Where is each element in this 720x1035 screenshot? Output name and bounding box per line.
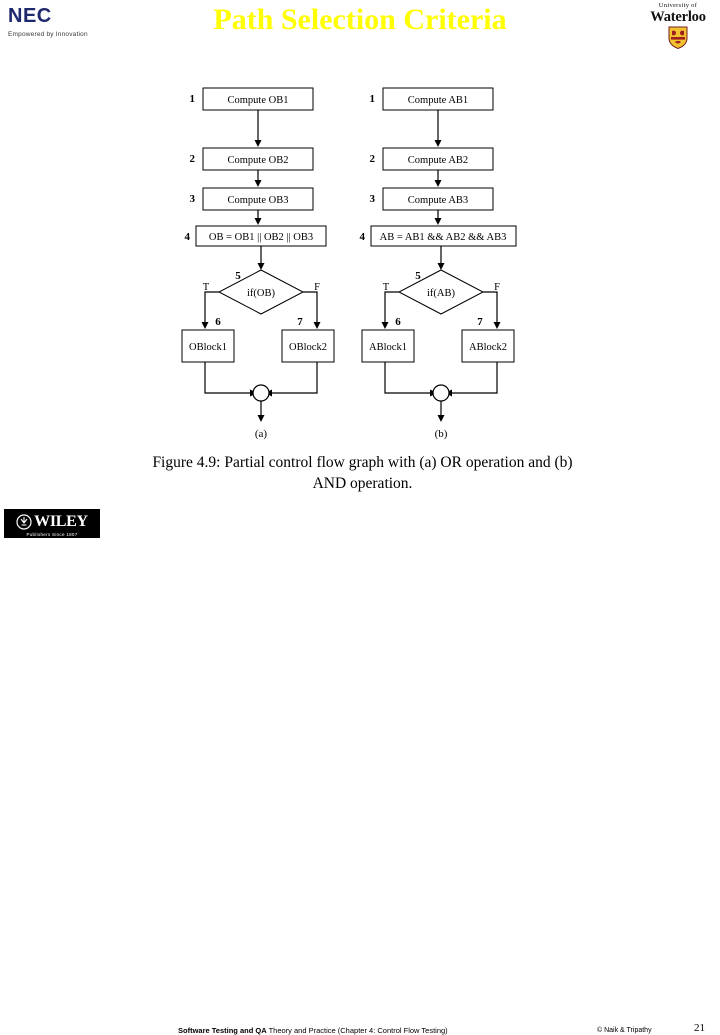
figure-caption-line-2: AND operation. bbox=[312, 475, 413, 492]
graph-b-true-branch-label: T bbox=[383, 282, 390, 293]
graph-b-node-5-diamond bbox=[397, 269, 485, 315]
graph-a-edge-7-merge bbox=[272, 362, 318, 394]
footer-book-reference: Software Testing and QA Theory and Pract… bbox=[178, 1026, 448, 1035]
graph-b-arrow-5-7 bbox=[493, 322, 501, 329]
graph-b-edge-6-merge bbox=[384, 362, 430, 394]
graph-a-arrow-5-7 bbox=[313, 322, 321, 329]
graph-b-node-1-number: 1 bbox=[370, 93, 376, 105]
graph-a-edge-5-7 bbox=[303, 291, 318, 322]
graph-b-arrow-4-5 bbox=[437, 263, 445, 270]
graph-a-node-2-label: Compute OB2 bbox=[228, 155, 289, 166]
graph-b-node-7-label: ABlock2 bbox=[469, 342, 507, 353]
graph-a-node-1-label: Compute OB1 bbox=[228, 95, 289, 106]
graph-a-node-4-number: 4 bbox=[185, 231, 191, 243]
nec-logo: NEC Empowered by Innovation bbox=[8, 6, 138, 42]
graph-b-node-4-number: 4 bbox=[360, 231, 366, 243]
slide-header: NEC Empowered by Innovation Path Selecti… bbox=[0, 0, 720, 56]
control-flow-graph-b: Compute AB1 1 Compute AB2 2 Compute AB3 … bbox=[360, 87, 517, 440]
graph-a-node-6-label: OBlock1 bbox=[189, 342, 227, 353]
footer-book-title: Software Testing and QA bbox=[178, 1026, 267, 1035]
nec-tagline: Empowered by Innovation bbox=[8, 31, 88, 38]
wiley-logo: WILEY Publishers Since 1807 bbox=[4, 509, 100, 538]
graph-a-edge-6-merge bbox=[204, 362, 250, 394]
graph-a-arrow-3-4 bbox=[254, 218, 262, 225]
graph-b-node-5-label: if(AB) bbox=[427, 288, 455, 299]
graph-b-node-6-label: ABlock1 bbox=[369, 342, 407, 353]
graph-b-edge-7-merge bbox=[452, 362, 498, 394]
graph-a-node-5-diamond bbox=[217, 269, 305, 315]
wiley-emblem-icon bbox=[16, 514, 32, 530]
graph-b-node-2-label: Compute AB2 bbox=[408, 155, 468, 166]
graph-b-node-7-number: 7 bbox=[477, 316, 483, 328]
graph-a-node-7-label: OBlock2 bbox=[289, 342, 327, 353]
control-flow-graph-a: Compute OB1 1 Compute OB2 2 Compute OB3 … bbox=[181, 87, 335, 440]
graph-b-node-1-label: Compute AB1 bbox=[408, 95, 468, 106]
graph-a-node-5-number: 5 bbox=[235, 270, 241, 282]
graph-a-exit-arrow bbox=[257, 415, 265, 422]
graph-b-node-3-label: Compute AB3 bbox=[408, 195, 468, 206]
graph-a-node-7-box bbox=[281, 329, 335, 363]
graph-b-node-7-box bbox=[461, 329, 515, 363]
graph-a-edge-5-6 bbox=[204, 291, 219, 322]
graph-b-merge-node bbox=[432, 384, 450, 402]
graph-a-node-2-number: 2 bbox=[190, 153, 196, 165]
figure-caption: Figure 4.9: Partial control flow graph w… bbox=[90, 452, 635, 494]
graph-a-sublabel: (a) bbox=[255, 428, 268, 440]
graph-b-edge-5-6 bbox=[384, 291, 399, 322]
footer-copyright: © Naik & Tripathy bbox=[597, 1027, 652, 1034]
graph-b-node-6-box bbox=[361, 329, 415, 363]
graph-b-edge-5-7 bbox=[483, 291, 498, 322]
figure-illustration: Compute OB1 1 Compute OB2 2 Compute OB3 … bbox=[0, 60, 720, 445]
graph-b-node-5-number: 5 bbox=[415, 270, 421, 282]
waterloo-shield-icon bbox=[668, 26, 688, 50]
graph-a-node-7-number: 7 bbox=[297, 316, 303, 328]
graph-b-false-branch-label: F bbox=[494, 282, 500, 293]
waterloo-university-of-text: University of bbox=[658, 2, 698, 9]
graph-a-true-branch-label: T bbox=[203, 282, 210, 293]
graph-a-node-4-label: OB = OB1 || OB2 || OB3 bbox=[209, 232, 313, 243]
graph-b-sublabel: (b) bbox=[435, 428, 448, 440]
graph-b-arrow-5-6 bbox=[381, 322, 389, 329]
graph-b-arrow-1-2 bbox=[434, 140, 442, 147]
page-title: Path Selection Criteria bbox=[213, 3, 507, 36]
graph-a-node-6-number: 6 bbox=[215, 316, 221, 328]
graph-a-node-5-label: if(OB) bbox=[247, 288, 275, 299]
graph-a-merge-node bbox=[252, 384, 270, 402]
graph-a-node-3-number: 3 bbox=[190, 193, 196, 205]
graph-b-arrow-2-3 bbox=[434, 180, 442, 187]
graph-b-node-2-number: 2 bbox=[370, 153, 376, 165]
graph-a-node-6-box bbox=[181, 329, 235, 363]
graph-a-node-3-label: Compute OB3 bbox=[228, 195, 289, 206]
wiley-wordmark: WILEY bbox=[34, 513, 88, 530]
nec-wordmark: NEC bbox=[8, 5, 52, 27]
figure-caption-line-1: Figure 4.9: Partial control flow graph w… bbox=[152, 454, 573, 471]
graph-b-arrow-3-4 bbox=[434, 218, 442, 225]
footer-book-subtitle: Theory and Practice (Chapter 4: Control … bbox=[266, 1026, 448, 1035]
graph-b-node-4-label: AB = AB1 && AB2 && AB3 bbox=[380, 232, 507, 243]
graph-b-node-3-number: 3 bbox=[370, 193, 376, 205]
graph-b-exit-arrow bbox=[437, 415, 445, 422]
graph-b-node-4-box bbox=[370, 225, 517, 247]
graph-b-node-6-number: 6 bbox=[395, 316, 401, 328]
slide-footer: WILEY Publishers Since 1807 Software Tes… bbox=[0, 508, 720, 1035]
control-flow-graph-svg: Compute OB1 1 Compute OB2 2 Compute OB3 … bbox=[181, 87, 517, 440]
graph-a-arrow-1-2 bbox=[254, 140, 262, 147]
graph-a-false-branch-label: F bbox=[314, 282, 320, 293]
slide-page-number: 21 bbox=[694, 1022, 705, 1034]
waterloo-wordmark: Waterloo bbox=[650, 9, 706, 25]
graph-a-node-1-number: 1 bbox=[190, 93, 196, 105]
graph-a-arrow-5-6 bbox=[201, 322, 209, 329]
graph-a-arrow-4-5 bbox=[257, 263, 265, 270]
university-of-waterloo-logo: University of Waterloo bbox=[640, 2, 716, 54]
wiley-tagline: Publishers Since 1807 bbox=[26, 532, 78, 537]
graph-a-arrow-2-3 bbox=[254, 180, 262, 187]
